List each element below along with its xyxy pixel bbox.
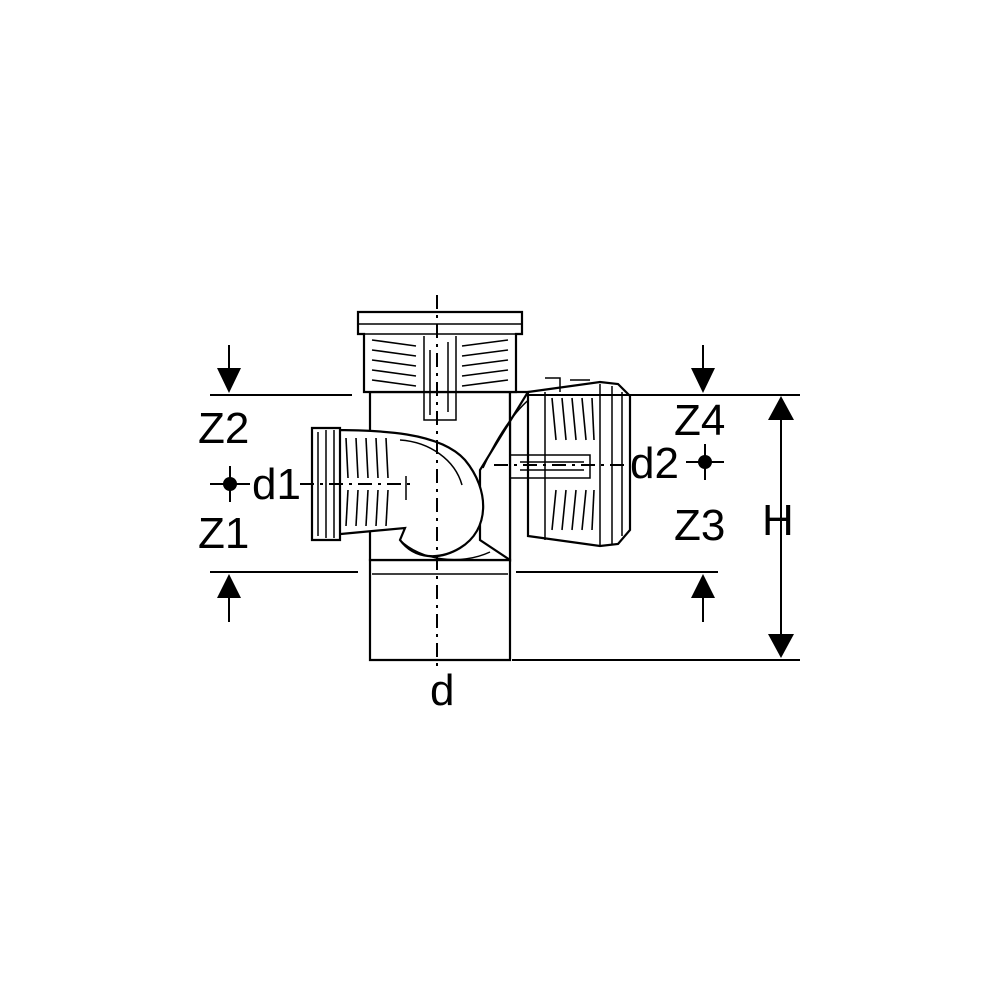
arrow-up-z1	[217, 574, 241, 598]
fitting-body	[310, 310, 632, 662]
label-d1: d1	[252, 460, 301, 509]
right-branch-socket	[509, 377, 632, 548]
label-z1: Z1	[198, 509, 249, 558]
dimension-labels: Z2 d1 Z1 Z4 d2 Z3 H d	[198, 396, 794, 715]
arrow-h-top	[768, 396, 794, 420]
arrow-down-z2	[217, 368, 241, 393]
top-socket-ribs	[371, 336, 509, 421]
label-d: d	[430, 666, 454, 715]
left-branch-socket	[310, 426, 485, 558]
label-z3: Z3	[674, 501, 725, 550]
center-axes	[300, 295, 626, 672]
dimension-lines	[210, 345, 800, 661]
arrow-down-z4	[691, 368, 715, 393]
d2-center-marker	[698, 455, 712, 469]
label-z4: Z4	[674, 396, 725, 445]
arrow-h-bottom	[768, 634, 794, 658]
label-d2: d2	[630, 439, 679, 488]
arrow-up-z3	[691, 574, 715, 598]
d1-center-marker	[223, 477, 237, 491]
label-z2: Z2	[198, 404, 249, 453]
label-h: H	[762, 496, 794, 545]
